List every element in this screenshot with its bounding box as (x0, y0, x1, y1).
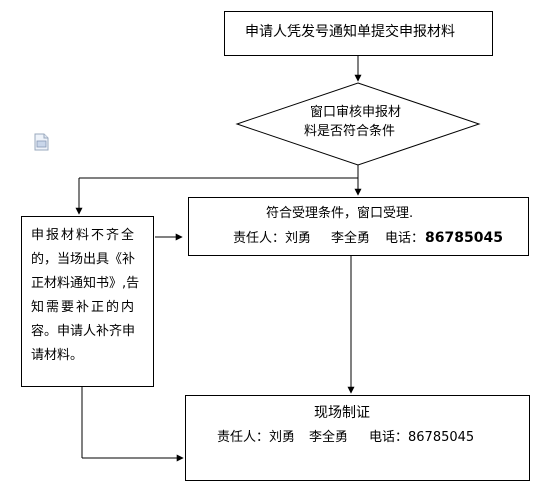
decision-text-line1: 窗口审核申报材 (310, 105, 402, 120)
certificate-phone-label: 电话： (369, 430, 409, 445)
reject-line-4: 知需要补正的内 (31, 300, 137, 315)
accept-phone: 86785045 (425, 230, 503, 246)
certificate-phone: 86785045 (408, 430, 475, 445)
reject-line-2: 的，当场出具《补 (31, 252, 136, 267)
accept-text: 符合受理条件，窗口受理. (266, 206, 414, 221)
reject-line-5: 容。申请人补齐申 (31, 324, 136, 339)
start-text: 申请人凭发号通知单提交申报材料 (245, 24, 455, 40)
decision-text-line2: 料是否符合条件 (304, 124, 396, 139)
accept-responsible-second: 李全勇 (331, 231, 371, 246)
reject-line-3: 正材料通知书》,告 (31, 276, 140, 291)
certificate-responsible: 责任人：刘勇 (217, 430, 296, 445)
certificate-title: 现场制证 (314, 405, 370, 421)
reject-line-6: 请材料。 (31, 348, 84, 363)
reject-box: 申报材料不齐全 的，当场出具《补 正材料通知书》,告 知需要补正的内 容。申请人… (21, 216, 154, 387)
reject-line-1: 申报材料不齐全 (31, 228, 137, 243)
accept-box: 符合受理条件，窗口受理. 责任人：刘勇 李全勇 电话： 86785045 (188, 197, 529, 256)
accept-phone-label: 电话： (385, 231, 425, 246)
certificate-box: 现场制证 责任人：刘勇 李全勇 电话： 86785045 (185, 395, 530, 481)
document-icon (34, 133, 49, 151)
accept-responsible: 责任人：刘勇 (233, 231, 312, 246)
start-box: 申请人凭发号通知单提交申报材料 (224, 11, 493, 56)
certificate-responsible-second: 李全勇 (309, 430, 349, 445)
